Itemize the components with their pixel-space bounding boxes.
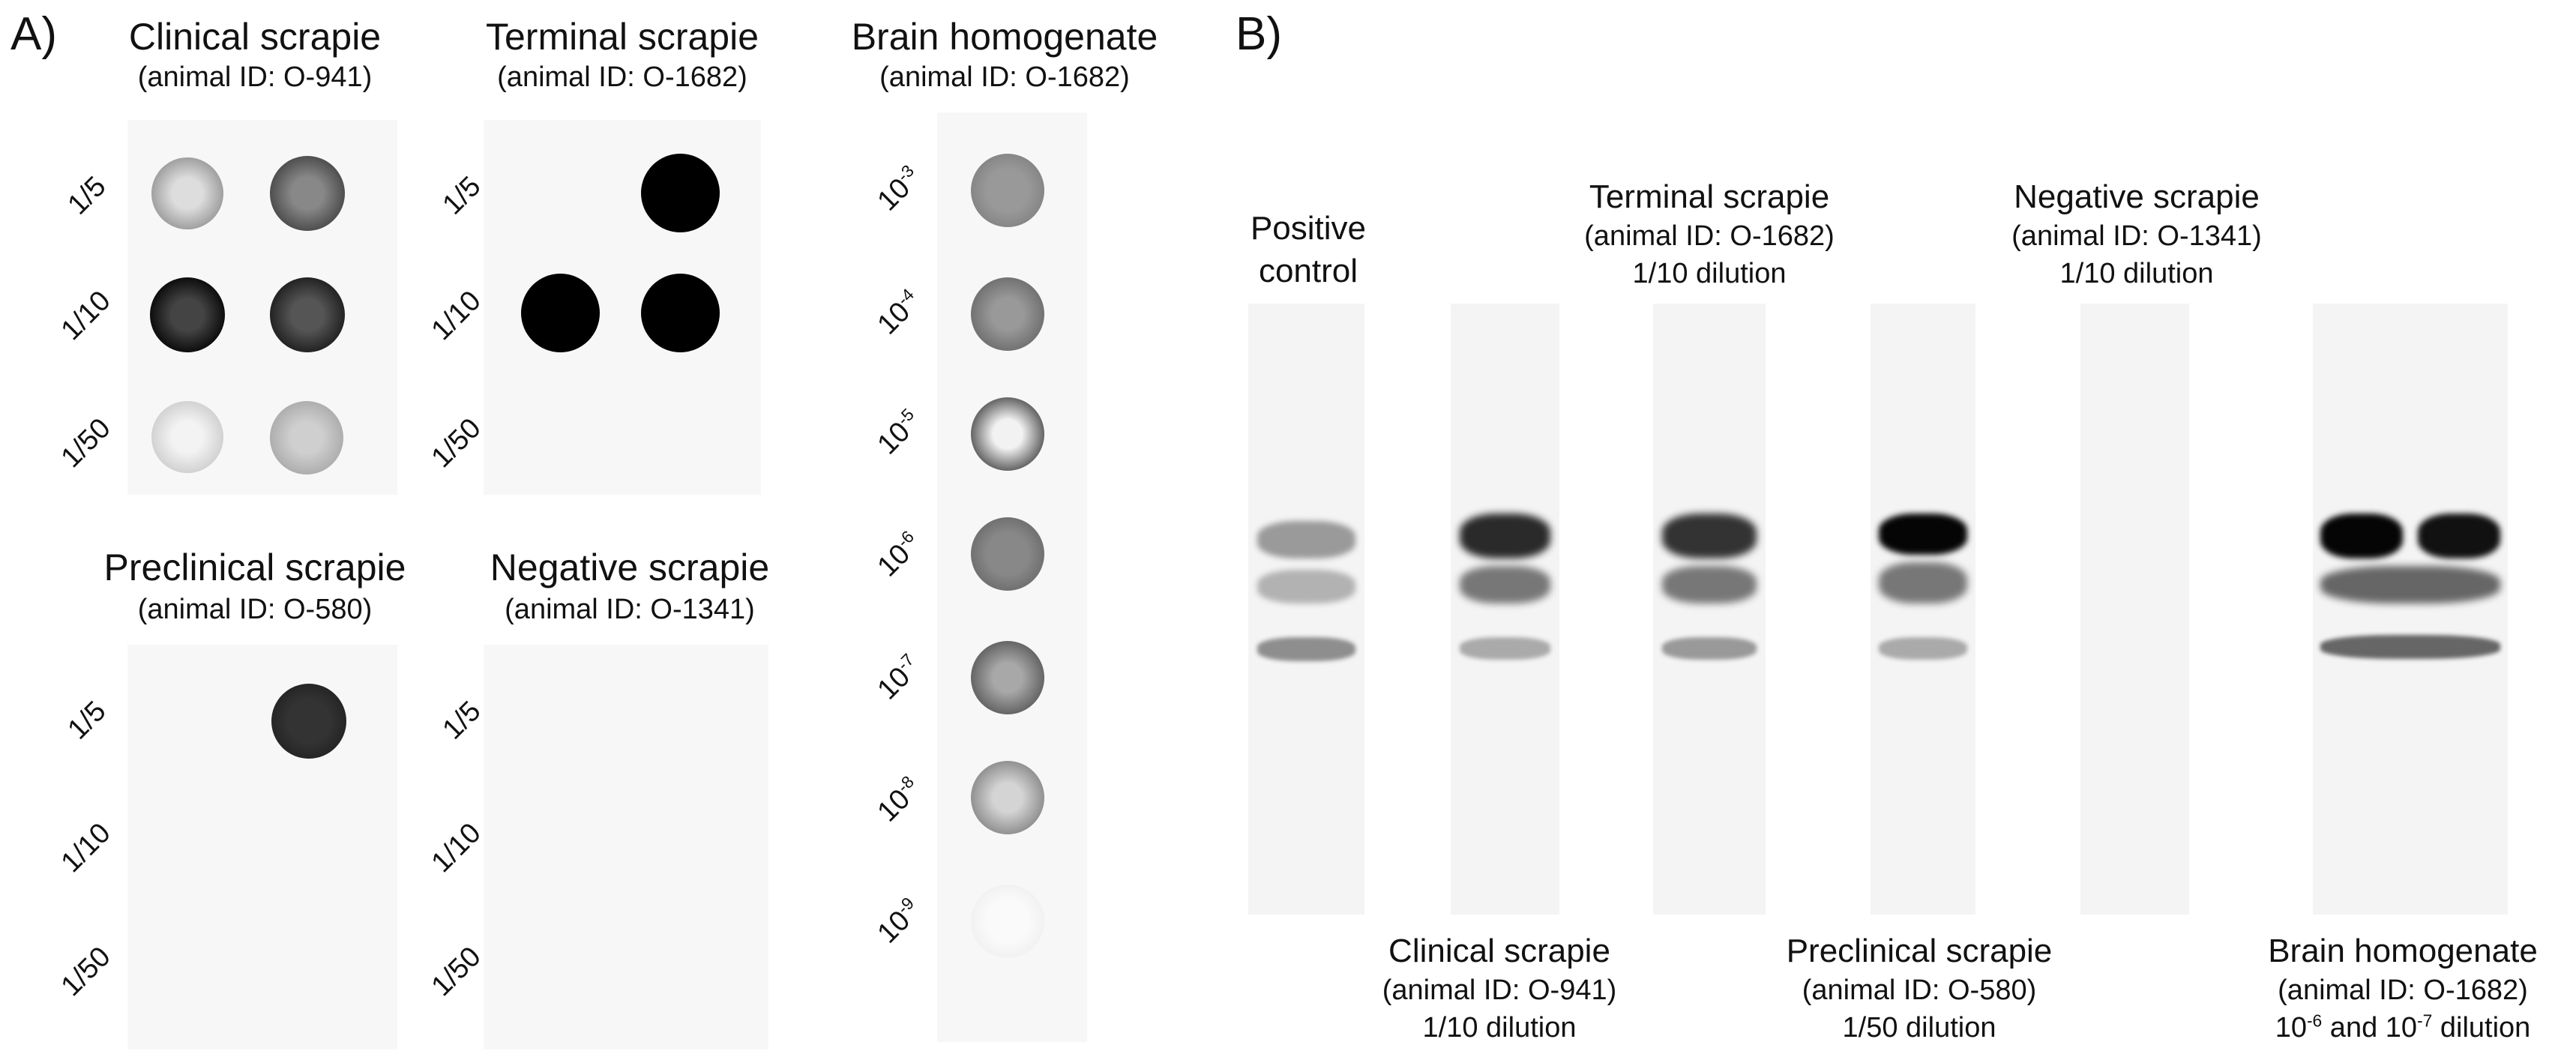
dot	[151, 157, 223, 229]
dot	[971, 641, 1044, 714]
dot	[270, 401, 343, 475]
lane-preclinical	[1871, 304, 1975, 915]
band	[1257, 521, 1355, 558]
row-label: 1/10	[55, 285, 117, 347]
band	[2320, 635, 2500, 659]
lane-positive-control	[1248, 304, 1364, 915]
panel-b-letter: B)	[1236, 8, 1282, 60]
panel-a-letter: A)	[10, 8, 57, 60]
row-label: 1/10	[425, 817, 487, 879]
band	[1879, 562, 1967, 603]
band	[1257, 637, 1355, 661]
dot	[971, 154, 1044, 227]
dot	[150, 277, 225, 352]
label-preclinical: Preclinical scrapie (animal ID: O-580) 1…	[1786, 933, 2053, 1044]
brain-sub: (animal ID: O-1682)	[879, 61, 1130, 93]
label-clinical: Clinical scrapie (animal ID: O-941) 1/10…	[1382, 933, 1617, 1044]
band	[1879, 514, 1967, 555]
band	[1459, 566, 1551, 603]
row-label: 10-6	[871, 526, 918, 583]
dot	[271, 684, 346, 759]
band	[1257, 570, 1355, 603]
row-label: 10-7	[871, 649, 918, 706]
band	[1459, 637, 1551, 660]
row-label: 1/50	[425, 412, 487, 475]
band	[2320, 514, 2403, 558]
row-label: 1/5	[436, 695, 487, 746]
dot	[641, 154, 720, 232]
dot	[270, 277, 345, 352]
clinical-sub: (animal ID: O-941)	[137, 61, 373, 93]
row-label: 10-3	[871, 160, 918, 217]
brain-title: Brain homogenate	[851, 16, 1158, 58]
dot	[641, 274, 720, 352]
row-label: 10-8	[871, 771, 918, 828]
band	[1459, 514, 1551, 558]
negative-membrane	[484, 645, 768, 1050]
terminal-sub: (animal ID: O-1682)	[497, 61, 747, 93]
row-label: 1/5	[436, 170, 487, 221]
row-label: 1/50	[55, 412, 117, 475]
band	[2320, 566, 2500, 603]
label-negative: Negative scrapie (animal ID: O-1341) 1/1…	[2011, 178, 2262, 289]
preclinical-membrane	[127, 645, 397, 1050]
lane-terminal	[1653, 304, 1766, 915]
row-label: 10-9	[871, 893, 918, 950]
dot	[151, 401, 223, 473]
row-label: 10-5	[871, 404, 918, 461]
dot	[971, 397, 1044, 471]
preclinical-sub: (animal ID: O-580)	[137, 594, 373, 625]
lane-negative	[2080, 304, 2189, 915]
lane-brain-homogenate	[2313, 304, 2508, 915]
row-label: 10-4	[871, 284, 918, 341]
row-label: 1/50	[55, 941, 117, 1003]
row-label: 1/5	[61, 170, 112, 221]
clinical-membrane	[127, 120, 397, 495]
terminal-membrane	[484, 120, 761, 495]
band	[1662, 566, 1757, 603]
lane-clinical	[1451, 304, 1559, 915]
dot	[971, 277, 1044, 351]
dot	[971, 761, 1044, 834]
preclinical-title: Preclinical scrapie	[103, 546, 406, 588]
label-terminal: Terminal scrapie (animal ID: O-1682) 1/1…	[1584, 178, 1835, 289]
terminal-title: Terminal scrapie	[485, 16, 759, 58]
dot	[521, 274, 600, 352]
row-label: 1/5	[61, 695, 112, 746]
dot	[270, 156, 345, 231]
band	[1662, 514, 1757, 558]
row-label: 1/50	[425, 941, 487, 1003]
negative-sub: (animal ID: O-1341)	[505, 594, 755, 625]
clinical-title: Clinical scrapie	[128, 16, 382, 58]
brain-membrane	[937, 112, 1087, 1042]
band	[1662, 637, 1757, 660]
band	[1879, 637, 1967, 660]
row-label: 1/10	[425, 285, 487, 347]
negative-title: Negative scrapie	[490, 546, 770, 588]
dot	[971, 517, 1044, 591]
dot	[971, 885, 1044, 958]
band	[2418, 514, 2500, 558]
label-brain-homogenate: Brain homogenate (animal ID: O-1682) 10-…	[2268, 933, 2538, 1044]
row-label: 1/10	[55, 817, 117, 879]
